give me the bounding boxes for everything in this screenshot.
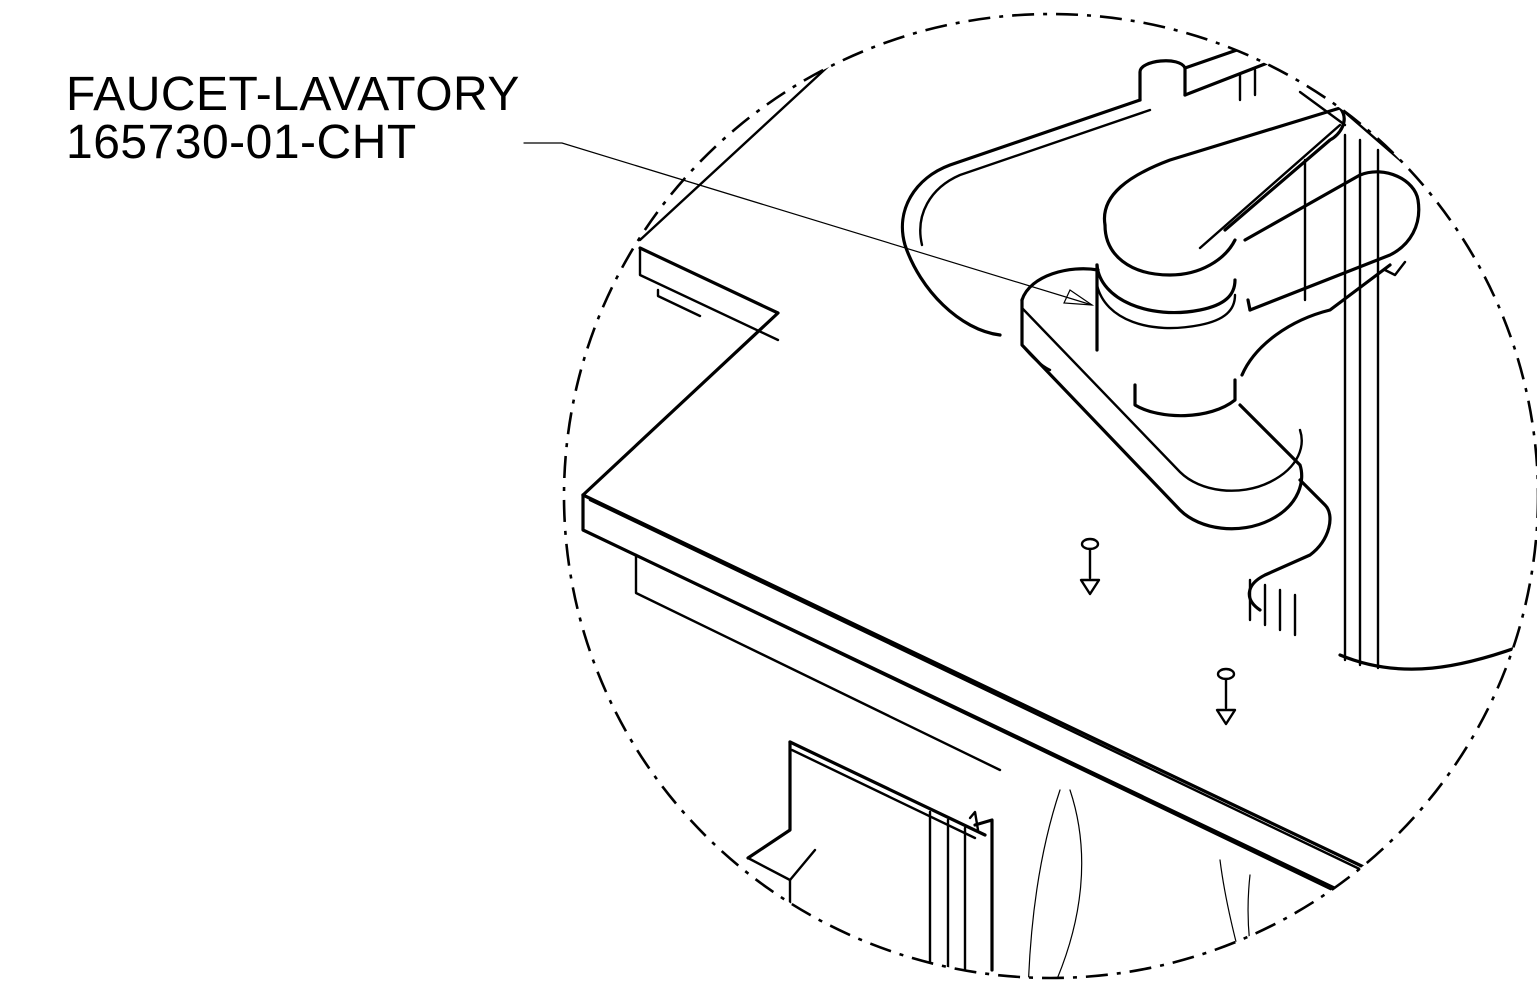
detail-circle: [562, 12, 1537, 980]
cabinet-door: [746, 740, 994, 978]
upper-left-edge: [638, 58, 837, 242]
countertop: [581, 246, 1372, 978]
callout-label: FAUCET-LAVATORY 165730-01-CHT: [66, 68, 520, 169]
bolt-lower: [1215, 667, 1237, 726]
backsplash: [900, 40, 1537, 671]
detail-view-content: [581, 40, 1537, 978]
faucet-spout-body: [1095, 263, 1237, 418]
bolt-upper: [1079, 537, 1101, 596]
callout-name: FAUCET-LAVATORY: [66, 68, 520, 121]
callout-part-number: 165730-01-CHT: [66, 116, 417, 169]
leader-line: [523, 142, 1095, 306]
faucet-handle: [1102, 106, 1346, 277]
faucet-base: [1020, 267, 1332, 612]
faucet-right-arm: [1240, 170, 1421, 377]
